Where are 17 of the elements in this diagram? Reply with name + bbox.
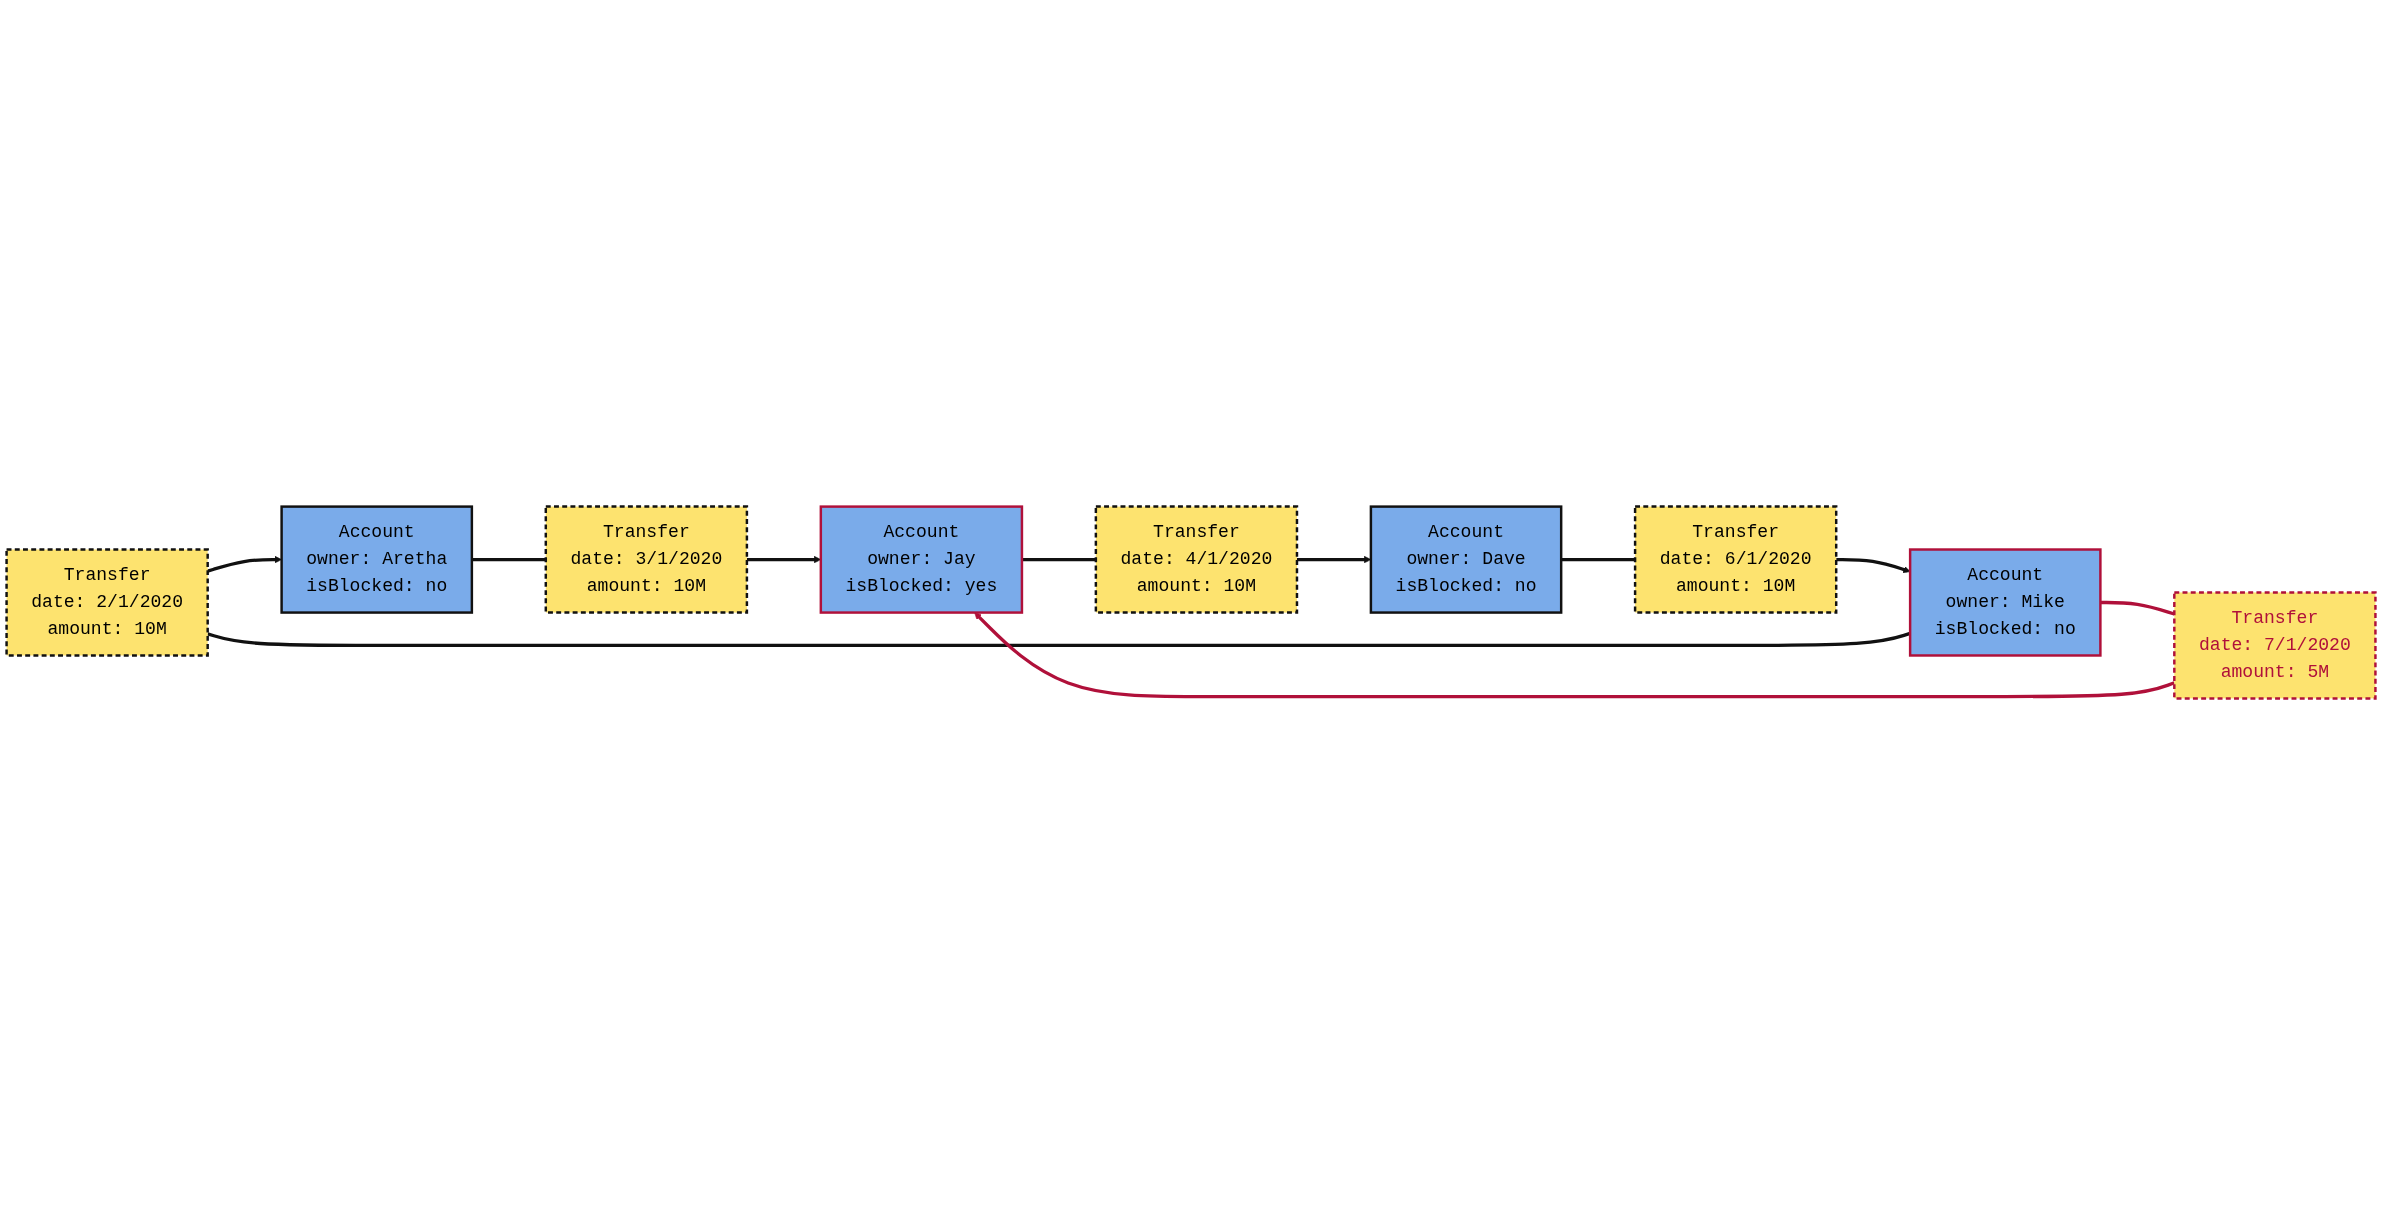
arrow [1836,557,1911,573]
arrow [974,612,2175,699]
node-box: Transfer date: 7/1/2020 amount: 5M [2173,591,2377,700]
arrow [207,555,282,573]
node-box: Account owner: Mike isBlocked: no [1908,548,2102,657]
connector [1021,557,1096,562]
connector [2100,600,2175,616]
connector [471,557,546,562]
node-box: Account owner: Aretha isBlocked: no [280,505,474,614]
node-box: Transfer date: 3/1/2020 amount: 10M [544,505,749,614]
node-box: Transfer date: 4/1/2020 amount: 10M [1094,505,1299,614]
node-box: Account owner: Jay isBlocked: yes [819,505,1024,614]
node-box: Transfer date: 2/1/2020 amount: 10M [5,548,209,657]
node-box: Transfer date: 6/1/2020 amount: 10M [1633,505,1838,614]
node-box: Account owner: Dave isBlocked: no [1369,505,1563,614]
connector [207,631,1911,648]
connector [1561,557,1636,562]
